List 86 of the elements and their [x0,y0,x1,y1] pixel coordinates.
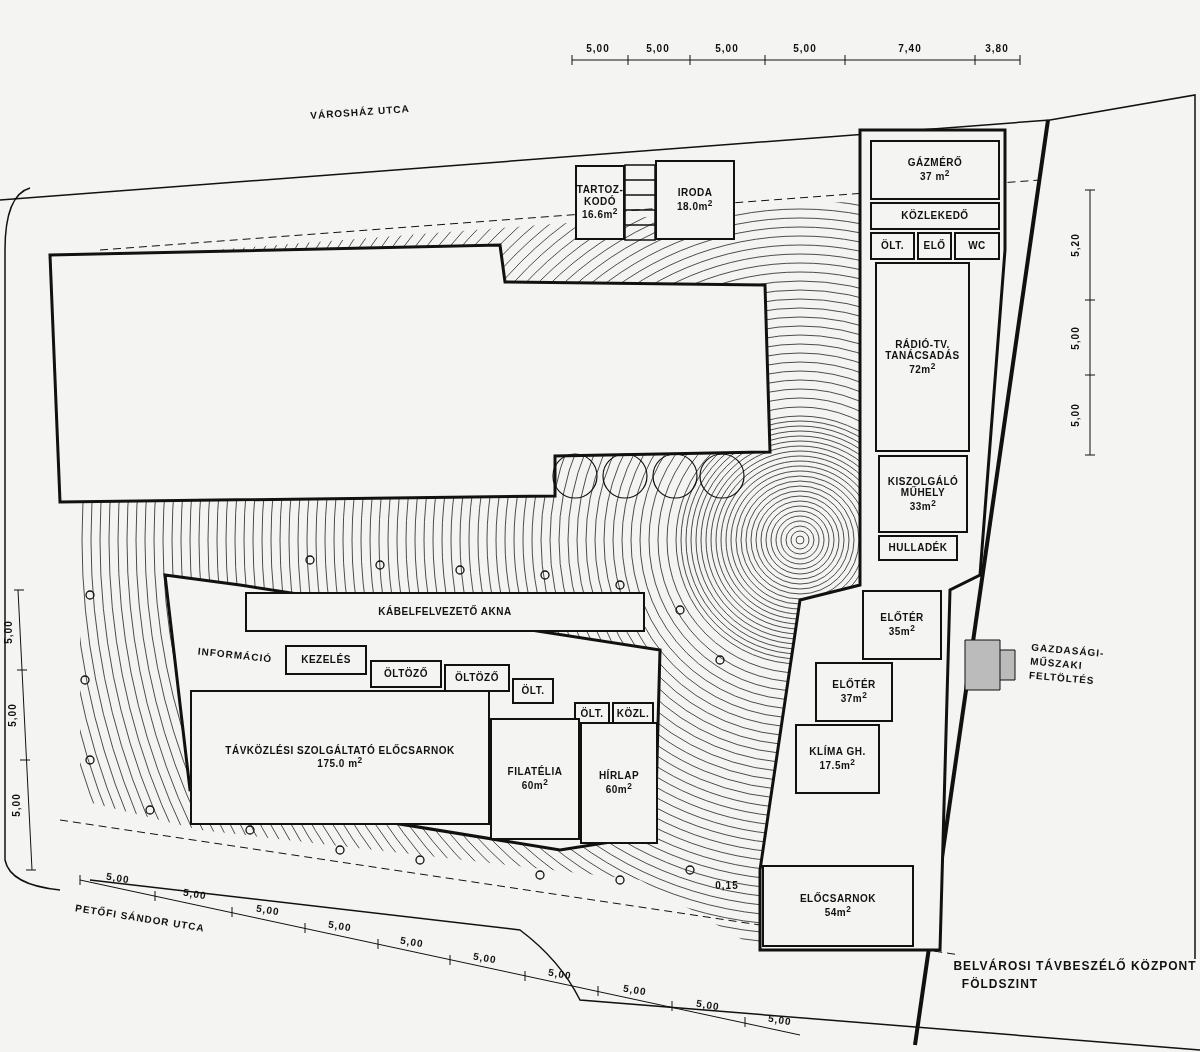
dimension-text: 5,00 [399,934,425,950]
room-name: INFORMÁCIÓ [197,645,273,665]
room-name: FILATÉLIA [507,766,563,778]
drawing-subtitle: FÖLDSZINT [961,977,1039,991]
dimension-text: 5,20 [1069,233,1081,257]
drawing-title: BELVÁROSI TÁVBESZÉLŐ KÖZPONT [953,959,1197,973]
dimension-text: 5,00 [1069,326,1081,350]
room-name: HÍRLAP [598,770,640,782]
room-area: 175.0 m$^{2}$ [317,756,363,771]
room [870,140,1000,200]
room-name: ÖLT. [521,685,545,697]
street-name: VÁROSHÁZ UTCA [309,103,411,121]
dimension-text: 5,00 [622,982,648,998]
room-area: 16.6m$^{2}$ [582,207,618,221]
room-name: ÖLTÖZŐ [384,668,428,680]
dimension-text: 5,00 [793,42,817,54]
room-name: KEZELÉS [301,654,351,666]
room [370,660,442,688]
dimension-text: 5,00 [547,966,573,982]
dimension-text: 5,00 [327,918,353,934]
room-name: ELŐTÉR [832,679,876,691]
room-area: 72m$^{2}$ [909,361,936,376]
room [870,202,1000,230]
dimension-text: 5,00 [6,703,18,727]
dimension-text: 5,00 [255,902,281,918]
room-name: ELŐ [923,240,946,252]
dimension-text: 5,00 [105,870,131,886]
room [954,232,1000,260]
room [917,232,952,260]
room-area: 37 m$^{2}$ [920,168,950,183]
room [870,232,915,260]
room-area: 17.5m$^{2}$ [819,757,856,772]
room [490,718,580,840]
dimension-text: 3,80 [985,42,1009,54]
room-area: 18.0m$^{2}$ [677,198,713,213]
room-area: 35m$^{2}$ [888,623,916,638]
street-name: PETŐFI SÁNDOR UTCA [74,902,206,934]
room-name: RÁDIÓ-TV. TANÁCSADÁS [884,338,961,362]
room-name: ÖLTÖZŐ [455,672,499,684]
room [580,722,658,844]
dimension-text: 5,00 [586,42,610,54]
room [875,262,970,452]
room [575,165,625,240]
room [444,664,510,692]
room-name: ELŐCSARNOK [799,893,877,905]
room [190,690,490,825]
dimension-text: 7,40 [898,42,922,54]
dimension-text: 5,00 [1069,403,1081,427]
room-name: TARTOZ- KODÓ [576,184,624,208]
room [512,678,554,704]
dimension-text: 0,15 [715,879,739,891]
dimension-text: 5,00 [182,886,208,902]
room-area: 33m$^{2}$ [909,498,937,513]
dimension-text: 5,00 [472,950,498,966]
room [795,724,880,794]
room-name: IRODA [677,187,713,199]
room [655,160,735,240]
room-name: KÖZLEKEDŐ [901,210,969,222]
room-name: KÁBELFELVEZETŐ AKNA [378,606,512,618]
room-area: 60m$^{2}$ [605,781,633,796]
room-area: 37m$^{2}$ [840,690,868,705]
room-name: HULLADÉK [888,542,948,554]
area-note: GAZDASÁGI- MŰSZAKI FELTÖLTÉS [1028,640,1106,689]
room-name: ELŐTÉR [880,612,924,624]
room-name: KLÍMA GH. [809,746,866,758]
room [862,590,942,660]
room-area: 60m$^{2}$ [521,777,549,792]
room [245,592,645,632]
room [285,645,367,675]
room-name: WC [968,240,986,252]
room [878,455,968,533]
room [878,535,958,561]
room-name: GÁZMÉRŐ [907,157,963,169]
dimension-text: 5,00 [695,997,721,1013]
room-name: ÖLT. [881,240,904,252]
room-name: KISZOLGÁLÓ MŰHELY [886,475,960,499]
room-area: 54m$^{2}$ [824,904,852,919]
room [815,662,893,722]
dimension-text: 5,00 [10,793,22,817]
dimension-text: 5,00 [715,42,739,54]
dimension-text: 5,00 [2,620,14,644]
room-name: TÁVKÖZLÉSI SZOLGÁLTATÓ ELŐCSARNOK [225,744,455,757]
room-name: ÖLT. [580,708,604,720]
dimension-text: 5,00 [646,42,670,54]
room-name: KÖZL. [616,708,650,720]
room [762,865,914,947]
